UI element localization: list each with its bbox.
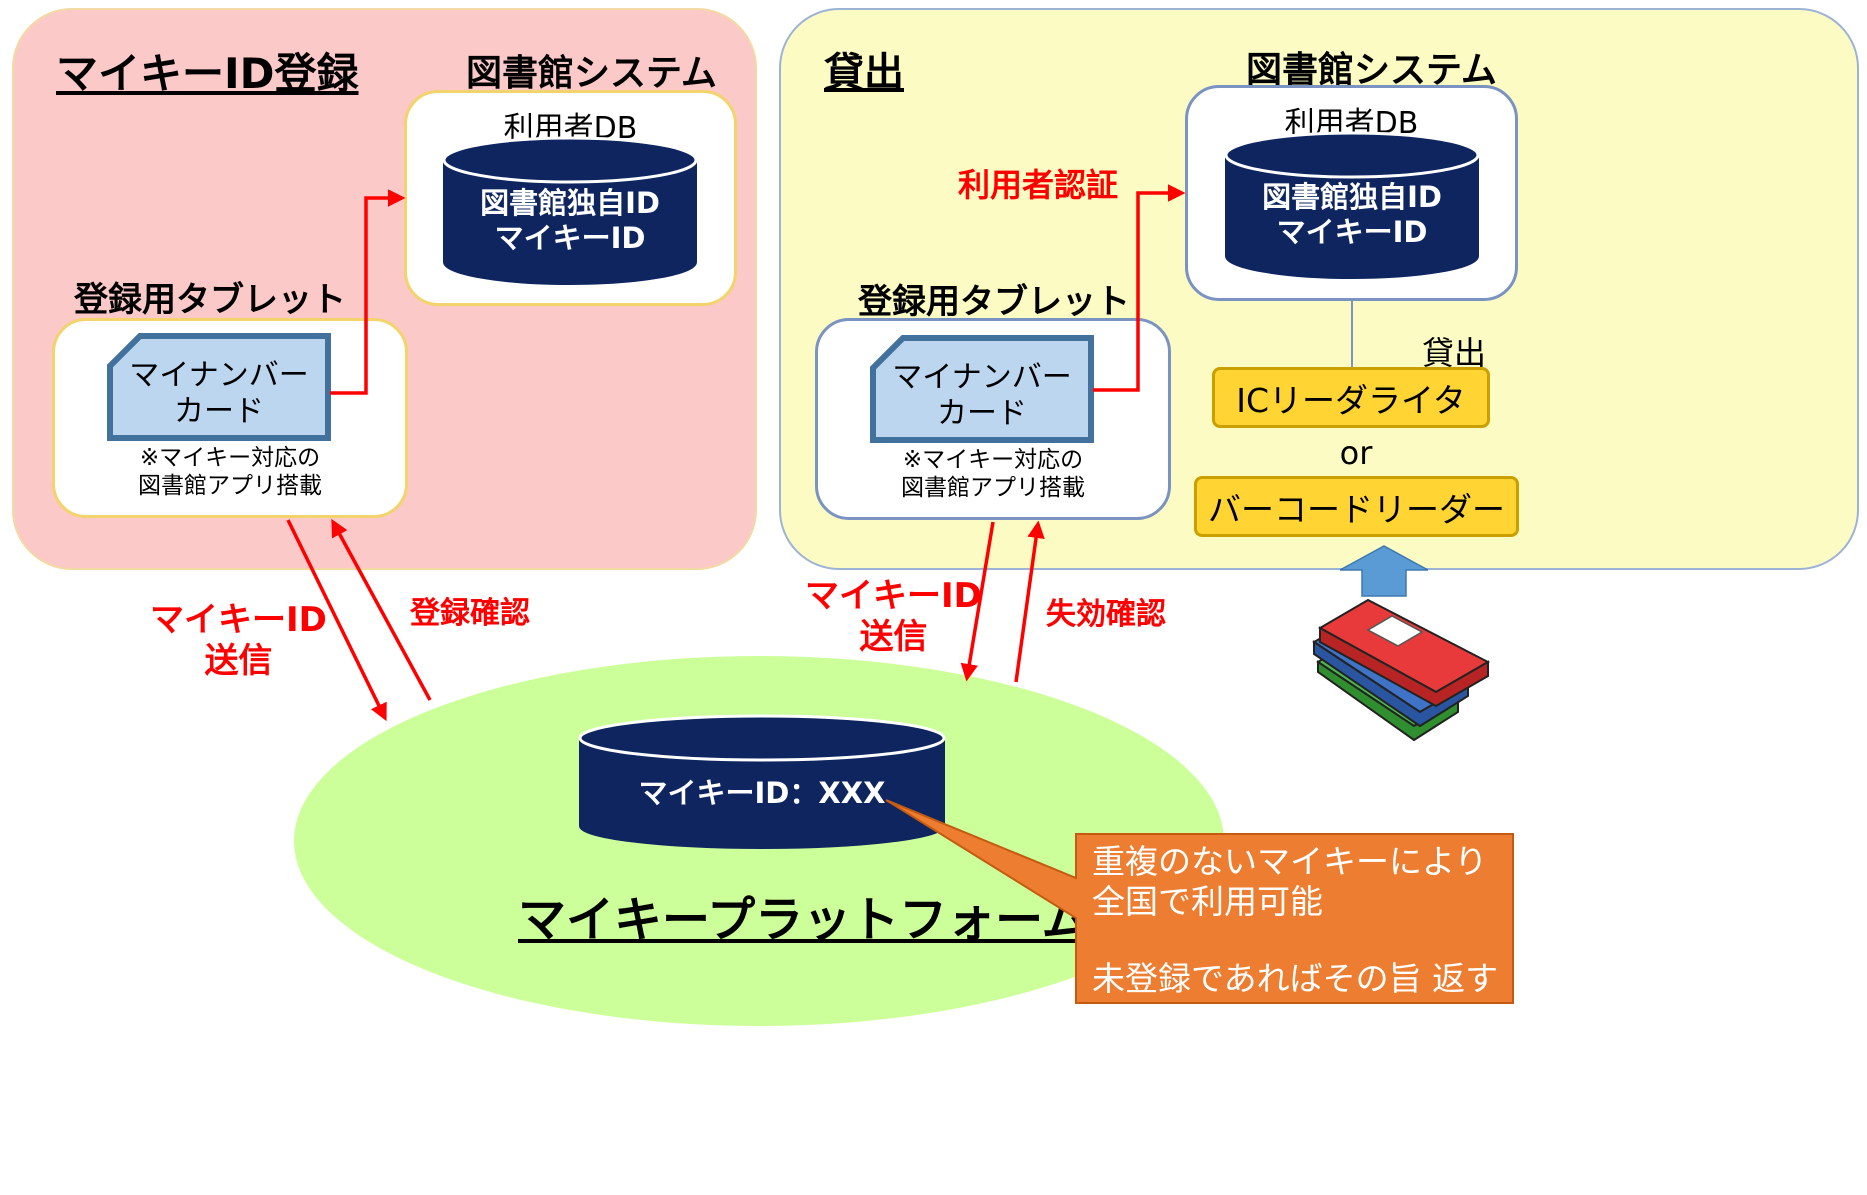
send-id-label-left: マイキーID 送信 bbox=[150, 600, 327, 682]
lending-title: 貸出 bbox=[824, 50, 904, 96]
platform-title: マイキープラットフォーム bbox=[518, 892, 1090, 948]
lend-label: 貸出 bbox=[1422, 334, 1487, 372]
callout-line1: 重複のないマイキーにより bbox=[1092, 842, 1488, 881]
mynumber-card-right bbox=[870, 335, 1094, 443]
or-text: or bbox=[1339, 434, 1373, 472]
app-note-right-line1: ※マイキー対応の bbox=[902, 447, 1084, 473]
send-id-right-line1: マイキーID bbox=[805, 576, 982, 616]
app-note-left-line2: 図書館アプリ搭載 bbox=[138, 473, 322, 500]
app-note-right-line2: 図書館アプリ搭載 bbox=[901, 475, 1085, 502]
card-left-line1: マイナンバー bbox=[129, 358, 309, 393]
library-system-label-left: 図書館システム bbox=[466, 53, 717, 94]
up-arrow-icon bbox=[1339, 545, 1429, 597]
send-id-arrow-right bbox=[960, 521, 995, 682]
callout-line4: 未登録であればその旨 返す bbox=[1092, 958, 1499, 998]
auth-connector-arrow bbox=[1093, 184, 1186, 392]
app-note-right: ※マイキー対応の 図書館アプリ搭載 bbox=[815, 446, 1171, 502]
db-mykey-id-left: マイキーID bbox=[494, 221, 646, 256]
card-right-line2: カード bbox=[937, 396, 1027, 431]
books-icon bbox=[1312, 598, 1491, 742]
callout-text: 重複のないマイキーにより 全国で利用可能 未登録であればその旨 返す bbox=[1092, 842, 1502, 999]
library-system-label-right: 図書館システム bbox=[1246, 50, 1497, 91]
db-library-id-left: 図書館独自ID bbox=[480, 186, 660, 220]
send-id-left-line2: 送信 bbox=[204, 640, 273, 681]
platform-db-label: マイキーID：XXX bbox=[638, 776, 886, 810]
register-confirm-arrow bbox=[331, 518, 432, 701]
send-id-label-right: マイキーID 送信 bbox=[805, 576, 982, 658]
user-db-cylinder-left bbox=[442, 136, 698, 285]
expire-confirm-arrow bbox=[1014, 520, 1045, 683]
db-contents-right: 図書館独自ID マイキーID bbox=[1226, 180, 1478, 251]
ic-reader-writer-box: ICリーダライタ bbox=[1212, 367, 1490, 428]
mynumber-card-label-left: マイナンバー カード bbox=[110, 358, 328, 430]
db-library-id-right: 図書館独自ID bbox=[1262, 180, 1442, 214]
registration-title: マイキーID登録 bbox=[56, 49, 359, 98]
register-connector-arrow bbox=[330, 189, 406, 395]
tablet-label-left: 登録用タブレット bbox=[74, 280, 346, 320]
db-mykey-id-right: マイキーID bbox=[1276, 215, 1428, 250]
callout-line3 bbox=[1092, 923, 1502, 959]
register-confirm-label: 登録確認 bbox=[410, 596, 530, 631]
send-id-left-line1: マイキーID bbox=[150, 600, 327, 640]
mynumber-card-label-right: マイナンバー カード bbox=[873, 360, 1091, 432]
send-id-right-line2: 送信 bbox=[859, 616, 928, 657]
app-note-left: ※マイキー対応の 図書館アプリ搭載 bbox=[52, 444, 408, 500]
user-db-cylinder-right bbox=[1224, 131, 1480, 279]
db-contents-left: 図書館独自ID マイキーID bbox=[444, 186, 696, 257]
callout-line2: 全国で利用可能 bbox=[1092, 882, 1323, 922]
info-callout bbox=[885, 799, 1514, 1004]
barcode-reader-box: バーコードリーダー bbox=[1194, 476, 1519, 537]
user-auth-label: 利用者認証 bbox=[958, 166, 1119, 204]
tablet-label-right: 登録用タブレット bbox=[858, 282, 1130, 322]
mynumber-card-left bbox=[107, 333, 331, 441]
app-note-left-line1: ※マイキー対応の bbox=[139, 445, 321, 471]
platform-db-cylinder bbox=[578, 714, 946, 849]
card-right-line1: マイナンバー bbox=[892, 360, 1072, 395]
send-id-arrow-left bbox=[286, 519, 387, 722]
expire-confirm-label: 失効確認 bbox=[1046, 597, 1166, 632]
card-left-line2: カード bbox=[174, 394, 264, 429]
